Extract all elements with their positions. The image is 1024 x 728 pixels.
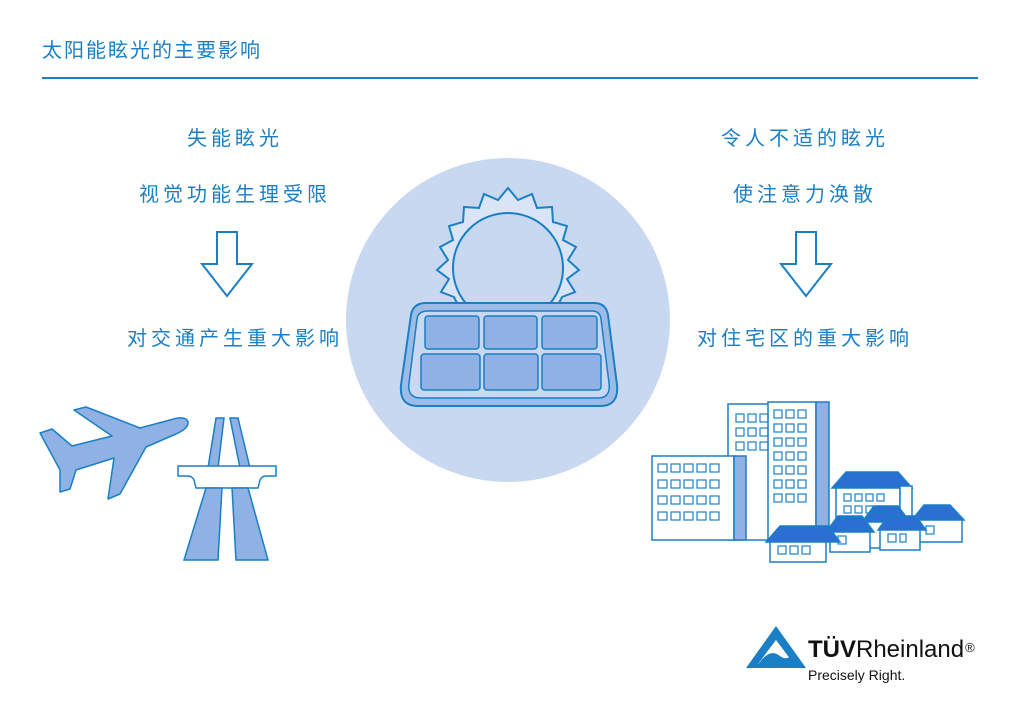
left-subheading: 视觉功能生理受限 [139, 182, 331, 206]
down-arrow-icon [778, 231, 834, 298]
right-heading: 令人不适的眩光 [721, 126, 889, 150]
page-title: 太阳能眩光的主要影响 [42, 38, 262, 62]
solar-panel-icon [346, 158, 670, 482]
title-divider [42, 77, 978, 79]
residential-buildings-icon [651, 401, 966, 563]
logo-brand-bold: TÜV [808, 636, 856, 663]
left-heading: 失能眩光 [187, 126, 283, 150]
logo-slogan: Precisely Right. [808, 667, 906, 683]
highway-icon [177, 417, 277, 561]
down-arrow-icon [199, 231, 255, 298]
airplane-icon [39, 406, 189, 500]
logo-registered-mark: ® [965, 640, 975, 655]
tuv-triangle-logo-icon [746, 626, 806, 668]
left-result: 对交通产生重大影响 [127, 326, 343, 350]
logo-wordmark: TÜVRheinland® [808, 636, 975, 664]
right-result: 对住宅区的重大影响 [697, 326, 913, 350]
right-subheading: 使注意力涣散 [733, 182, 877, 206]
sun-icon [435, 186, 581, 324]
logo-brand-regular: Rheinland [856, 636, 965, 663]
